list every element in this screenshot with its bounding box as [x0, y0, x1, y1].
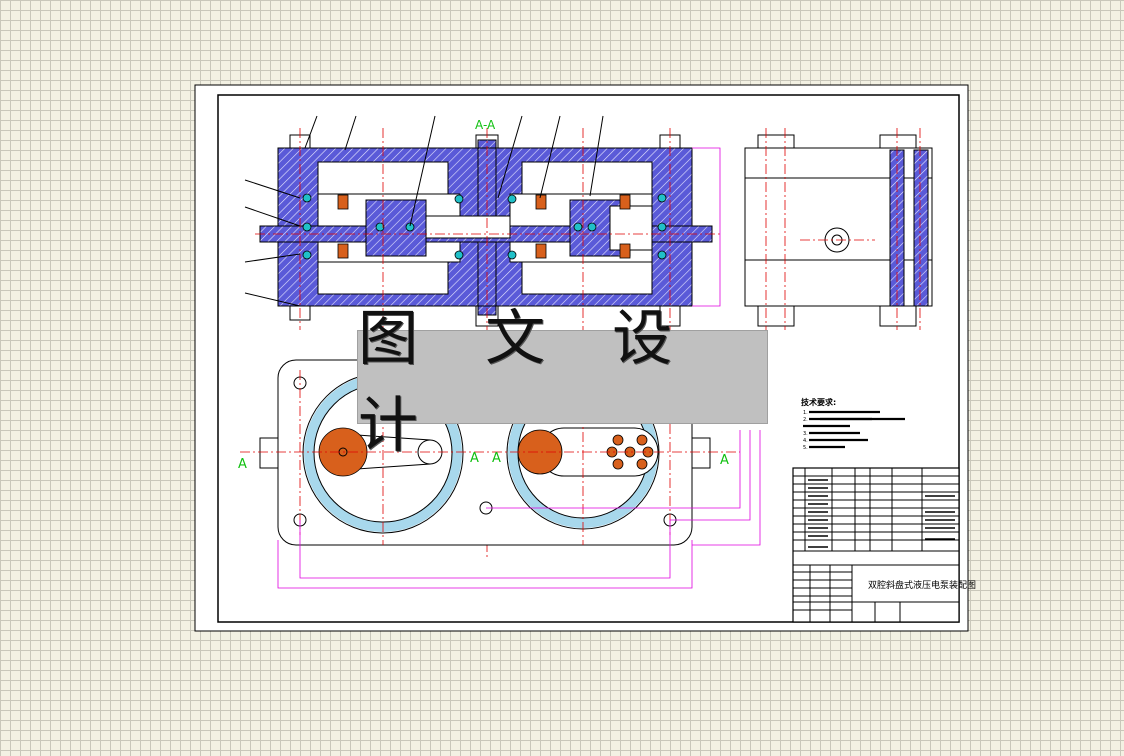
tech-req-line-1: 1.: [803, 410, 808, 416]
view-mark-center-left: A: [470, 451, 479, 466]
section-label: A-A: [475, 118, 496, 132]
tech-req-line-2: 2.: [803, 417, 808, 423]
view-mark-right: A: [720, 453, 729, 468]
tech-req-line-3: 3.: [803, 431, 808, 437]
watermark-banner: 图 文 设 计: [357, 304, 768, 461]
valve-pistons: [337, 194, 631, 259]
technical-requirements: 技术要求: 1. 2. 3. 4. 5.: [801, 397, 905, 451]
bearing-balls: [302, 193, 667, 260]
title-block: 双腔斜盘式液压电泵装配图: [792, 467, 976, 623]
side-view: [744, 128, 933, 330]
tech-req-line-4: 4.: [803, 438, 808, 444]
port-cluster: [606, 434, 654, 470]
tech-requirements-heading: 技术要求:: [801, 397, 836, 407]
view-mark-left: A: [238, 457, 247, 472]
drawing-title: 双腔斜盘式液压电泵装配图: [868, 579, 976, 591]
watermark-text: 图 文 设 计: [358, 304, 697, 461]
tech-req-line-5: 5.: [803, 445, 808, 451]
sheet-inner-frame: [217, 94, 960, 623]
view-mark-center-right: A: [492, 451, 501, 466]
